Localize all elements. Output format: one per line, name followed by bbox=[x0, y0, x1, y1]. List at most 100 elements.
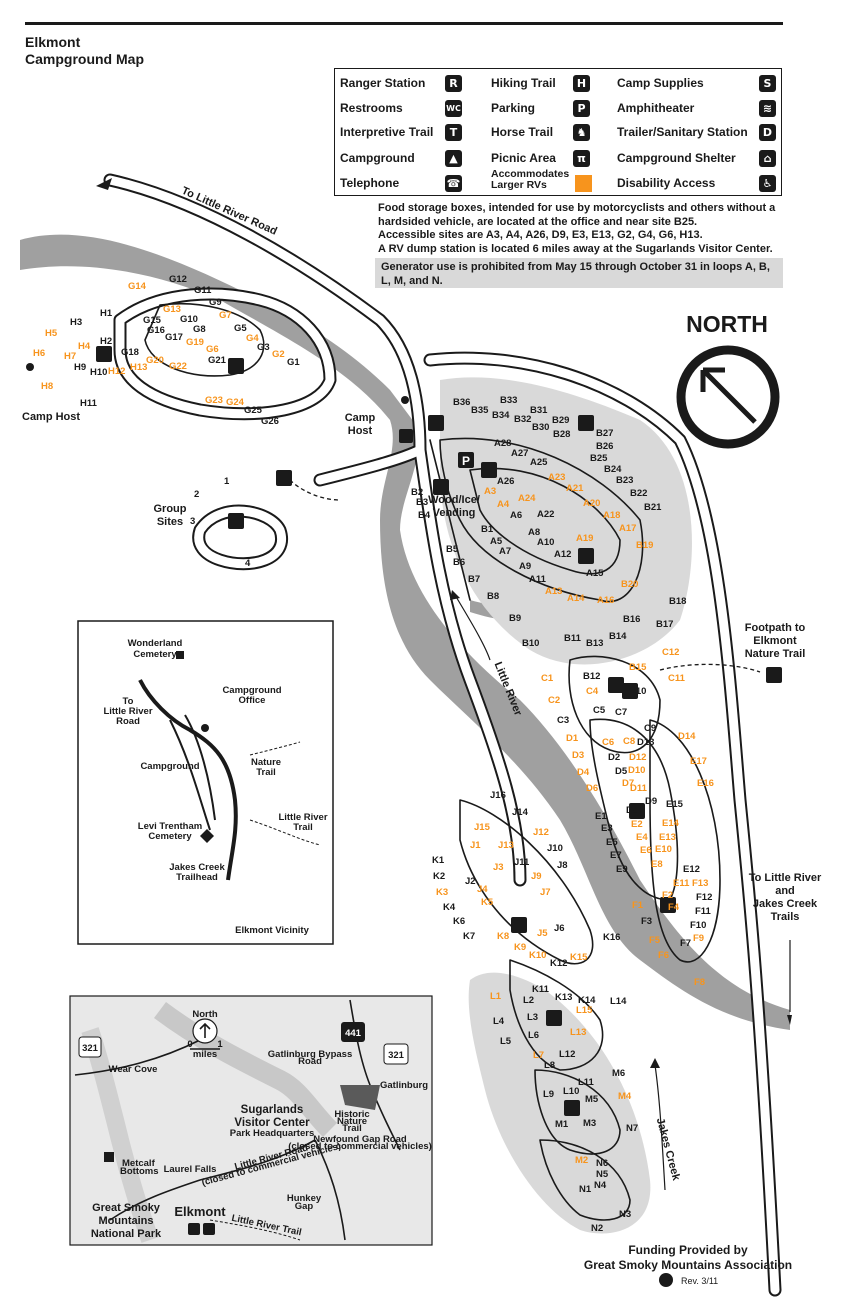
campsite-g12: G12 bbox=[169, 274, 187, 285]
campsite-b1: B1 bbox=[481, 524, 494, 535]
campsite-j1: J1 bbox=[470, 840, 481, 851]
funding-line-1: Funding Provided by bbox=[628, 1243, 748, 1257]
campsite-h11: H11 bbox=[80, 398, 98, 409]
legend-campground: Campground bbox=[340, 151, 415, 165]
vicinity-to-road-2: Little River bbox=[103, 706, 152, 717]
legend-parking: Parking bbox=[491, 101, 536, 115]
amphitheater-path bbox=[289, 479, 341, 501]
jakes-creek-label: Jakes Creek bbox=[654, 1117, 682, 1183]
campsite-a8: A8 bbox=[528, 527, 540, 538]
campsite-l2: L2 bbox=[523, 995, 534, 1006]
legend-picnic-area: Picnic Area bbox=[491, 151, 556, 165]
campsite-b35: B35 bbox=[471, 405, 489, 416]
campsite-d8: D8 bbox=[626, 805, 638, 816]
campsite-b13: B13 bbox=[586, 638, 603, 649]
note-line: hardsided vehicle, are located at the of… bbox=[378, 215, 698, 228]
restrooms-icon bbox=[481, 462, 497, 478]
campsite-g26: G26 bbox=[261, 416, 279, 427]
route-321-shield bbox=[78, 1036, 102, 1058]
restrooms-icon bbox=[578, 415, 594, 431]
route-321-right-shield bbox=[383, 1043, 409, 1065]
legend-disability-access: Disability Access bbox=[617, 176, 716, 190]
campsite-h8: H8 bbox=[41, 381, 53, 392]
restrooms-icon bbox=[608, 677, 624, 693]
campsite-d3: D3 bbox=[572, 750, 584, 761]
restrooms-icon bbox=[578, 548, 594, 564]
campsite-g15: G15 bbox=[143, 315, 162, 326]
campsite-b5: B5 bbox=[446, 544, 459, 555]
campsite-a22: A22 bbox=[537, 509, 554, 520]
restrooms-icon bbox=[564, 1100, 580, 1116]
campsite-a15: A15 bbox=[586, 568, 604, 579]
campsite-k8: K8 bbox=[497, 931, 509, 942]
park-hunkey-1: Hunkey bbox=[287, 1193, 322, 1204]
campsite-k16: K16 bbox=[603, 932, 620, 943]
camp-host-mid-label-1: Camp bbox=[345, 412, 376, 424]
campsite-h12: H12 bbox=[108, 366, 125, 377]
campsite-k11: K11 bbox=[532, 984, 550, 995]
campsite-j10: J10 bbox=[547, 843, 563, 854]
generator-line: L, M, and N. bbox=[381, 274, 443, 287]
legend-camp-supplies: Camp Supplies bbox=[617, 76, 704, 90]
campsite-k7: K7 bbox=[463, 931, 475, 942]
park-historic-1: Historic bbox=[334, 1109, 369, 1120]
campsite-h4: H4 bbox=[78, 341, 91, 352]
campsite-a10: A10 bbox=[537, 537, 554, 548]
campsite-c12: C12 bbox=[662, 647, 679, 658]
campsite-f13: F13 bbox=[692, 878, 708, 889]
park-laurel: Laurel Falls bbox=[164, 1164, 217, 1175]
campsite-g14: G14 bbox=[128, 281, 147, 292]
little-river-band bbox=[20, 234, 790, 1030]
park-gsmnp-3: National Park bbox=[91, 1228, 162, 1240]
campsite-d13: D13 bbox=[637, 737, 654, 748]
group-sites-label-1: Group bbox=[154, 503, 187, 515]
campsite-b12: B12 bbox=[583, 671, 600, 682]
restrooms-icon bbox=[660, 897, 676, 913]
campsite-j5: J5 bbox=[537, 928, 548, 939]
campsite-k9: K9 bbox=[514, 942, 526, 953]
campsite-k6: K6 bbox=[453, 916, 465, 927]
to-trails-label-2: and bbox=[775, 885, 795, 897]
vicinity-nature-2: Trail bbox=[256, 767, 276, 778]
campsite-a16: A16 bbox=[597, 595, 614, 606]
vicinity-title: Elkmont Vicinity bbox=[235, 925, 309, 936]
wood-vending-label-2: Vending bbox=[433, 507, 476, 519]
ranger-station-icon: R bbox=[445, 75, 462, 92]
vicinity-wonderland-2: Cemetery bbox=[133, 649, 177, 660]
legend-interpretive-trail: Interpretive Trail bbox=[340, 125, 434, 139]
campsite-e14: E14 bbox=[662, 818, 680, 829]
campsite-l12: L12 bbox=[559, 1049, 575, 1060]
campsite-a14: A14 bbox=[567, 593, 585, 604]
campsite-b30: B30 bbox=[532, 422, 549, 433]
scale-unit: miles bbox=[193, 1049, 217, 1060]
campsite-k2: K2 bbox=[433, 871, 445, 882]
campsite-c11: C11 bbox=[668, 673, 686, 684]
campsite-2: 2 bbox=[194, 489, 199, 500]
vicinity-river-trail-2: Trail bbox=[293, 822, 313, 833]
campsite-h13: H13 bbox=[130, 362, 147, 373]
river-flow-arrow bbox=[454, 594, 491, 661]
campsite-e16: E16 bbox=[697, 778, 714, 789]
restrooms-icon bbox=[228, 513, 244, 529]
campsite-d11: D11 bbox=[630, 783, 648, 794]
picnic-area-icon: π bbox=[573, 150, 590, 167]
sanitary-station-icon: D bbox=[759, 124, 776, 141]
campsite-g2: G2 bbox=[272, 349, 285, 360]
campsite-e5: E5 bbox=[606, 837, 618, 848]
vicinity-office-2: Office bbox=[239, 695, 266, 706]
arrow-to-trails bbox=[787, 1015, 792, 1025]
restrooms-icon: WC bbox=[445, 100, 462, 117]
campsite-d6: D6 bbox=[586, 783, 598, 794]
park-newfound-1: Newfound Gap Road bbox=[313, 1134, 407, 1145]
horse-trail-icon: ♞ bbox=[573, 124, 590, 141]
campsite-b28: B28 bbox=[553, 429, 570, 440]
campsite-f12: F12 bbox=[696, 892, 712, 903]
park-newfound-2: (closed to commercial vehicles) bbox=[288, 1141, 432, 1152]
campsite-b32: B32 bbox=[514, 414, 531, 425]
campsite-c10: C10 bbox=[629, 686, 646, 697]
campsite-a3: A3 bbox=[484, 486, 496, 497]
legend-box: Ranger Station R Restrooms WC Interpreti… bbox=[334, 68, 782, 196]
vicinity-campground: Campground bbox=[140, 761, 199, 772]
campsite-f5: F5 bbox=[649, 935, 661, 946]
campsite-l4: L4 bbox=[493, 1016, 505, 1027]
